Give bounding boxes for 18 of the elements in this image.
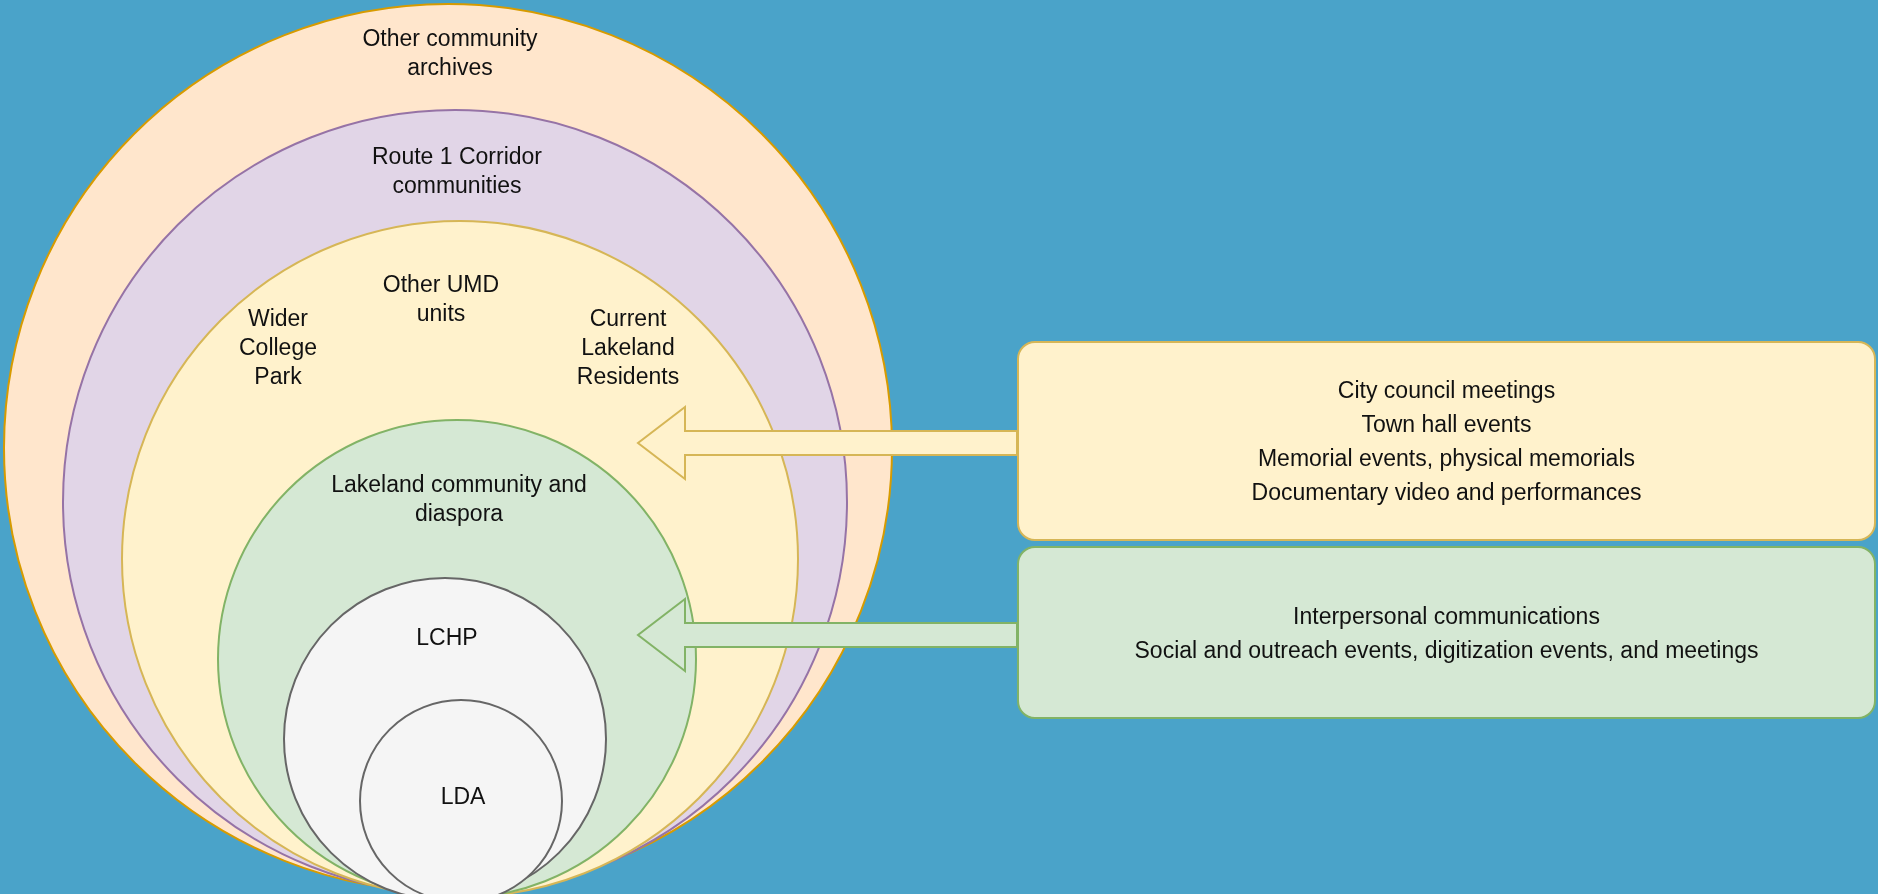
circle-label: Lakeland community and diaspora bbox=[330, 470, 588, 528]
block-arrow bbox=[636, 596, 1018, 674]
circle-label: Wider College Park bbox=[238, 304, 318, 391]
circle-label: Current Lakeland Residents bbox=[575, 304, 681, 391]
box-text: Town hall events bbox=[1361, 410, 1532, 439]
rounded-box bbox=[1017, 341, 1876, 541]
circle-label: Other UMD units bbox=[381, 270, 501, 328]
box-text: Memorial events, physical memorials bbox=[1257, 444, 1636, 473]
box-text: Interpersonal communications bbox=[1293, 601, 1600, 631]
circle-label: LDA bbox=[439, 782, 487, 811]
circle-label: LCHP bbox=[415, 623, 479, 652]
box-text: Documentary video and performances bbox=[1251, 478, 1642, 507]
box-text: City council meetings bbox=[1337, 376, 1556, 405]
block-arrow bbox=[636, 404, 1018, 482]
rounded-box bbox=[1017, 546, 1876, 719]
circle-label: Route 1 Corridor communities bbox=[371, 142, 543, 200]
circle-label: Other community archives bbox=[361, 24, 539, 82]
box-text: Social and outreach events, digitization events, and meetings bbox=[1134, 635, 1759, 665]
